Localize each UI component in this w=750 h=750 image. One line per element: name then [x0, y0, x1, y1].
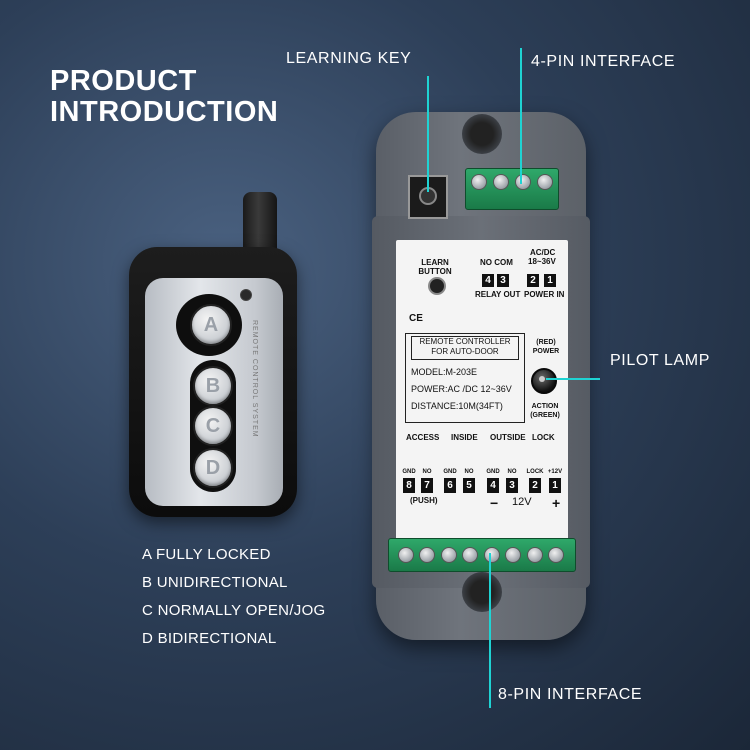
pin-sublabel: LOCK — [526, 469, 544, 475]
eight-pin-leader-line — [489, 553, 491, 708]
title-line-2: INTRODUCTION — [50, 96, 279, 128]
mode-item: B UNIDIRECTIONAL — [142, 574, 288, 591]
twelve-volt-label: 12V — [512, 496, 532, 508]
ce-mark: CE — [409, 313, 423, 324]
pin-number: 4 — [487, 478, 499, 493]
learn-button-label: LEARN BUTTON — [418, 258, 452, 276]
mode-item: C NORMALLY OPEN/JOG — [142, 602, 326, 619]
plus-label: + — [552, 495, 561, 511]
terminal-screw[interactable] — [398, 547, 414, 563]
info-header: REMOTE CONTROLLER FOR AUTO-DOOR — [411, 336, 519, 360]
mounting-hole-bottom — [462, 572, 502, 612]
pin-number: 6 — [444, 478, 456, 493]
learning-key-leader-line — [427, 76, 429, 192]
pin-number: 1 — [544, 274, 556, 287]
info-power: POWER:AC /DC 12~36V — [411, 384, 512, 394]
power-in-label: POWER IN — [524, 290, 565, 299]
lock-label: LOCK — [532, 433, 555, 442]
pin-number: 8 — [403, 478, 415, 493]
remote-button-a[interactable]: A — [190, 304, 232, 346]
info-model: MODEL:M-203E — [411, 367, 478, 377]
pin-number: 4 — [482, 274, 494, 287]
outside-label: OUTSIDE — [490, 433, 526, 442]
pin-number: 2 — [529, 478, 541, 493]
mode-item: A FULLY LOCKED — [142, 546, 271, 563]
minus-label: − — [490, 495, 499, 511]
pin-number: 2 — [527, 274, 539, 287]
terminal-screw[interactable] — [515, 174, 531, 190]
terminal-screw[interactable] — [419, 547, 435, 563]
pin-number: 7 — [421, 478, 433, 493]
four-pin-leader-line — [520, 48, 522, 184]
pilot-lamp — [531, 368, 557, 394]
terminal-screw[interactable] — [537, 174, 553, 190]
pilot-lamp-callout: PILOT LAMP — [610, 352, 710, 369]
page-title: PRODUCT INTRODUCTION — [50, 66, 278, 128]
terminal-screw[interactable] — [484, 547, 500, 563]
terminal-screw[interactable] — [441, 547, 457, 563]
pin-sublabel: GND — [443, 469, 457, 475]
mounting-hole-top — [462, 114, 502, 154]
terminal-screw[interactable] — [471, 174, 487, 190]
learning-key-callout: LEARNING KEY — [286, 50, 412, 67]
no-com-label: NO COM — [480, 258, 513, 267]
terminal-screw[interactable] — [493, 174, 509, 190]
info-title-1: REMOTE CONTROLLER — [419, 337, 511, 346]
remote-button-c[interactable]: C — [193, 406, 233, 446]
voltage-label: 18~36V — [528, 257, 556, 266]
pin-sublabel: +12V — [547, 469, 563, 475]
pin-sublabel: NO — [464, 469, 474, 475]
terminal-screw[interactable] — [505, 547, 521, 563]
title-line-1: PRODUCT — [50, 65, 197, 97]
pin-number: 5 — [463, 478, 475, 493]
terminal-screw[interactable] — [462, 547, 478, 563]
terminal-screw[interactable] — [548, 547, 564, 563]
info-box — [405, 333, 525, 423]
relay-out-label: RELAY OUT — [475, 290, 521, 299]
pin-sublabel: GND — [402, 469, 416, 475]
info-distance: DISTANCE:10M(34FT) — [411, 401, 503, 411]
pilot-lamp-highlight — [539, 376, 545, 382]
pin-sublabel: NO — [507, 469, 517, 475]
remote-led — [240, 289, 252, 301]
info-title-2: FOR AUTO-DOOR — [431, 347, 499, 356]
pin-number: 1 — [549, 478, 561, 493]
pin-number: 3 — [497, 274, 509, 287]
action-green-label: ACTION (GREEN) — [530, 403, 560, 419]
push-label: (PUSH) — [410, 496, 438, 505]
access-label: ACCESS — [406, 433, 440, 442]
mode-item: D BIDIRECTIONAL — [142, 630, 277, 647]
pin-sublabel: NO — [422, 469, 432, 475]
learn-button-icon — [428, 277, 446, 295]
pilot-lamp-leader-line — [546, 378, 600, 380]
mode-list: A FULLY LOCKED B UNIDIRECTIONAL C NORMAL… — [142, 541, 326, 653]
eight-pin-callout: 8-PIN INTERFACE — [498, 686, 643, 703]
inside-label: INSIDE — [451, 433, 478, 442]
remote-side-print: REMOTE CONTROL SYSTEM — [251, 320, 258, 438]
pin-number: 3 — [506, 478, 518, 493]
remote-button-d[interactable]: D — [193, 448, 233, 488]
acdc-label: AC/DC — [530, 248, 556, 257]
pin-sublabel: GND — [486, 469, 500, 475]
terminal-screw[interactable] — [527, 547, 543, 563]
red-power-label: (RED) POWER — [532, 339, 560, 355]
learning-key[interactable] — [408, 175, 448, 219]
remote-button-b[interactable]: B — [193, 366, 233, 406]
four-pin-callout: 4-PIN INTERFACE — [531, 53, 676, 70]
